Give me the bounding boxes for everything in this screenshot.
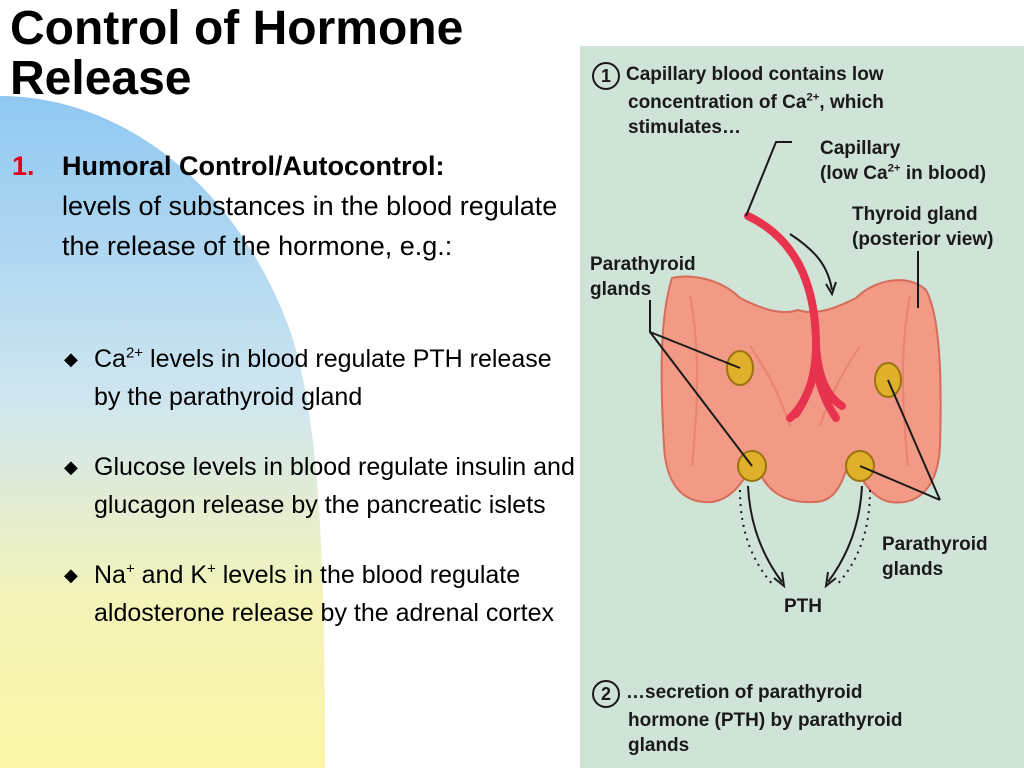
slide-title: Control of Hormone Release [10,4,590,104]
bullet-item: ◆ Na+ and K+ levels in the blood regulat… [62,556,582,632]
title-line-2: Release [10,52,192,105]
diamond-bullet-icon: ◆ [64,349,78,369]
diamond-bullet-icon: ◆ [64,457,78,477]
title-line-1: Control of Hormone [10,2,464,55]
point-number: 1. [12,151,35,181]
parathyroid-left-label: Parathyroid glands [590,254,696,300]
bullet-list: ◆ Ca2+ levels in blood regulate PTH rele… [62,340,582,664]
point-text: levels of substances in the blood regula… [62,191,558,261]
capillary-shape [744,212,846,422]
step-1-number: 1 [592,62,620,90]
thyroid-label: Thyroid gland (posterior view) [852,204,994,250]
bullet-item: ◆ Ca2+ levels in blood regulate PTH rele… [62,340,582,416]
parathyroid-right-label: Parathyroid glands [882,534,988,580]
diamond-bullet-icon: ◆ [64,565,78,585]
pth-label: PTH [784,596,822,617]
step-2-text: 2…secretion of parathyroid hormone (PTH)… [592,680,902,758]
capillary-label: Capillary (low Ca2+ in blood) [820,138,987,184]
step-2-number: 2 [592,680,620,708]
thyroid-illustration [649,141,942,589]
bullet-item: ◆ Glucose levels in blood regulate insul… [62,448,582,524]
point-heading: Humoral Control/Autocontrol: [62,151,445,181]
